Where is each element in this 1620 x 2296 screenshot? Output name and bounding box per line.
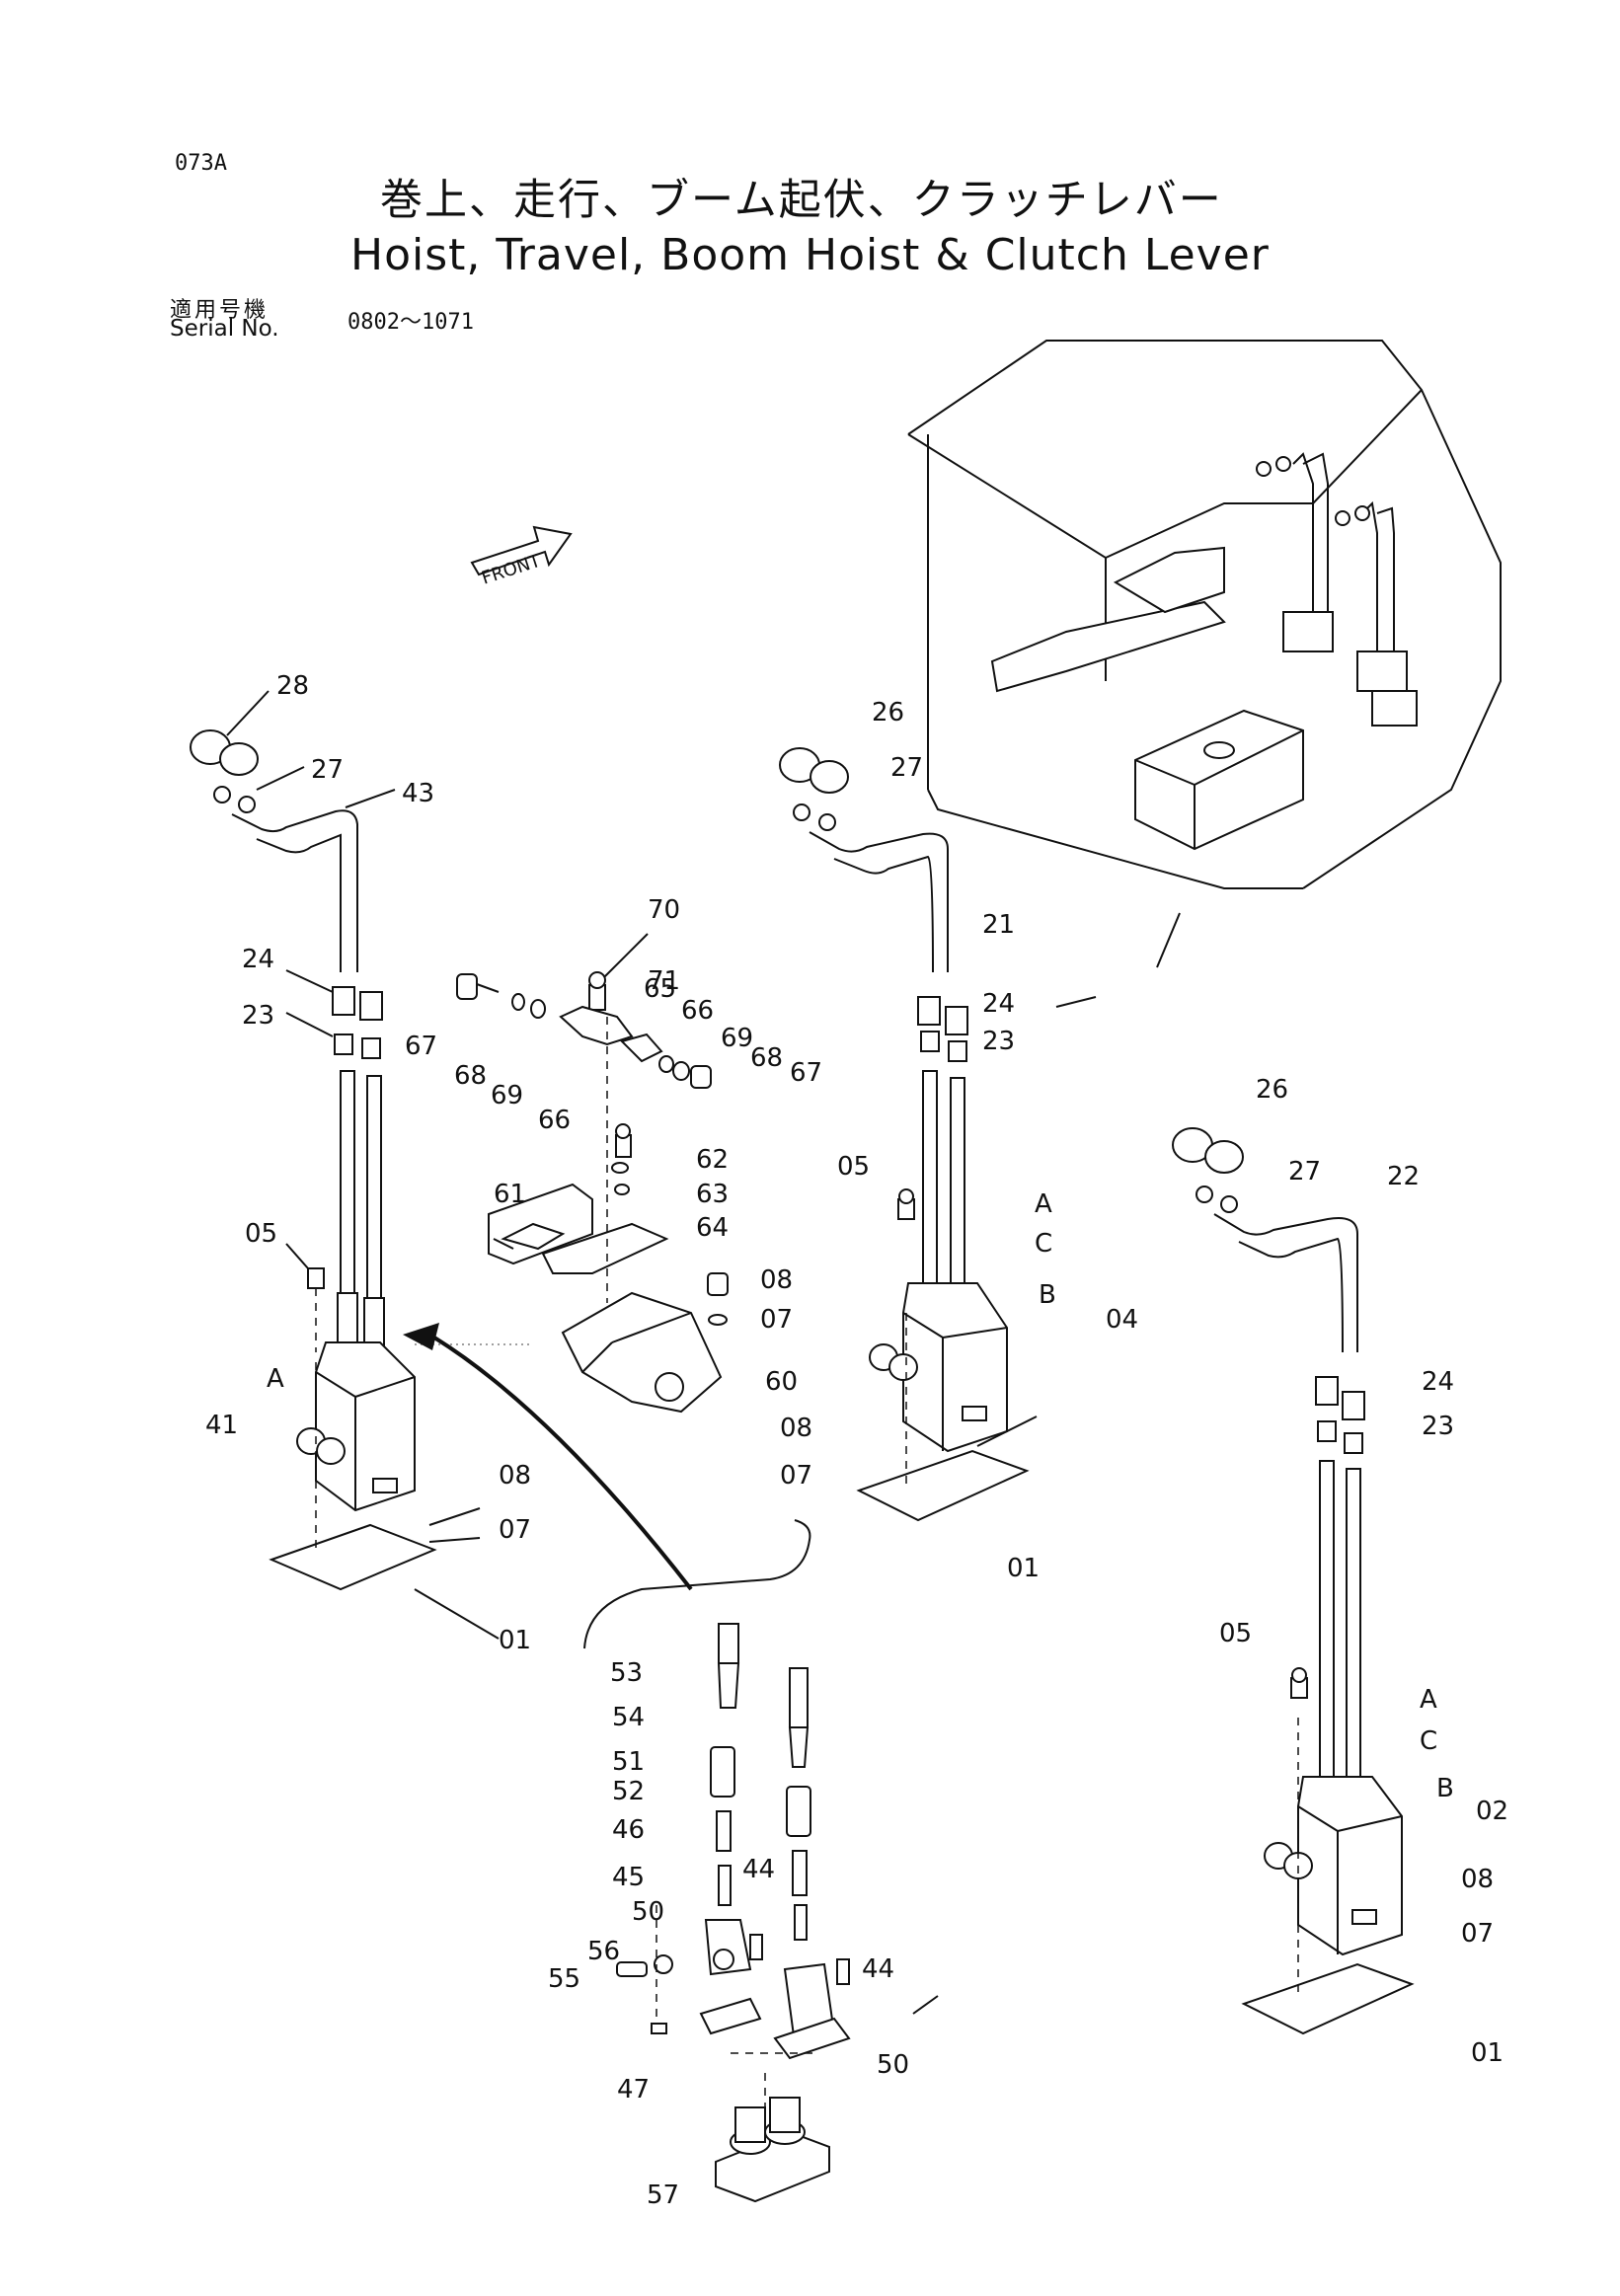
callout-label: 07 — [1461, 1919, 1494, 1949]
callout-label: 67 — [790, 1058, 822, 1088]
callout-label: 23 — [242, 1001, 274, 1031]
lever-assembly-04 — [779, 747, 1030, 1522]
operator-cab — [907, 340, 1502, 889]
callout-label: 01 — [499, 1626, 531, 1655]
callout-label: 28 — [276, 671, 309, 701]
callout-label: 21 — [982, 910, 1015, 940]
lever-assembly-02 — [1172, 1127, 1415, 2035]
callout-label: 53 — [610, 1658, 643, 1688]
callout-label: 64 — [696, 1213, 729, 1243]
callout-label: 05 — [1219, 1619, 1252, 1648]
callout-label: 26 — [1256, 1075, 1288, 1105]
title-japanese: 巻上、走行、ブーム起伏、クラッチレバー — [380, 176, 1223, 225]
callout-label: 24 — [982, 989, 1015, 1019]
leader-lines — [226, 690, 1181, 2015]
callout-label: 41 — [205, 1411, 238, 1440]
lever-assembly-41 — [190, 729, 437, 1591]
callout-label: 66 — [538, 1106, 571, 1135]
callout-label: 26 — [872, 698, 904, 727]
callout-label: 05 — [837, 1152, 870, 1182]
callout-label: 07 — [780, 1461, 812, 1491]
callout-label: 45 — [612, 1863, 645, 1892]
callout-label: 08 — [1461, 1865, 1494, 1894]
callout-label: 23 — [982, 1027, 1015, 1056]
callout-label: 43 — [402, 779, 434, 808]
callout-label: 54 — [612, 1703, 645, 1732]
callout-label: 50 — [877, 2050, 909, 2080]
callout-label: 47 — [617, 2075, 650, 2105]
callout-label: 27 — [890, 753, 923, 783]
callout-label: 63 — [696, 1180, 729, 1209]
callout-label: 69 — [721, 1024, 753, 1053]
callout-label: 61 — [494, 1180, 526, 1209]
callout-label: 65 — [644, 974, 676, 1004]
callout-label: 04 — [1106, 1305, 1138, 1335]
lock-bracket-assembly — [415, 971, 729, 1414]
front-arrow-icon: FRONT — [470, 525, 573, 589]
callout-label: 68 — [750, 1043, 783, 1073]
callout-label: 69 — [491, 1081, 523, 1110]
callout-label: 51 — [612, 1747, 645, 1777]
serial-label-english: Serial No. — [170, 316, 279, 342]
callout-label: A — [1420, 1685, 1437, 1715]
callout-label: 24 — [1422, 1367, 1454, 1397]
callout-label: 44 — [862, 1954, 894, 1984]
callout-label: A — [267, 1364, 284, 1394]
callout-label: C — [1035, 1229, 1052, 1259]
detail-view — [583, 1519, 851, 2203]
serial-range: 0802～1071 — [347, 310, 474, 335]
callout-label: 46 — [612, 1815, 645, 1845]
callout-label: 56 — [587, 1937, 620, 1966]
callout-label: 08 — [760, 1265, 793, 1295]
callout-label: 07 — [499, 1515, 531, 1545]
callout-label: 01 — [1471, 2038, 1504, 2068]
callout-label: C — [1420, 1726, 1437, 1756]
callout-label: 60 — [765, 1367, 798, 1397]
callout-label: 68 — [454, 1061, 487, 1091]
callout-label: 67 — [405, 1032, 437, 1061]
callout-label: 44 — [742, 1855, 775, 1884]
callout-label: 27 — [1288, 1157, 1321, 1186]
callout-label: 24 — [242, 945, 274, 974]
callout-label: 07 — [760, 1305, 793, 1335]
callout-label: 08 — [499, 1461, 531, 1491]
page-code: 073A — [175, 151, 227, 176]
callout-label: 01 — [1007, 1554, 1040, 1583]
callout-label: A — [1035, 1189, 1052, 1219]
serial-label-japanese: 適用号機 — [170, 298, 270, 323]
callout-label: 27 — [311, 755, 344, 785]
callout-label: B — [1039, 1280, 1056, 1310]
callout-label: 55 — [548, 1964, 580, 1994]
callout-label: 71 — [648, 966, 680, 996]
callout-label: 62 — [696, 1145, 729, 1175]
callout-label: 70 — [648, 895, 680, 925]
callout-label: 57 — [647, 2181, 679, 2210]
callout-label: B — [1436, 1774, 1454, 1803]
callout-label: 02 — [1476, 1797, 1508, 1826]
callout-label: 08 — [780, 1414, 812, 1443]
title-english: Hoist, Travel, Boom Hoist & Clutch Lever — [350, 230, 1270, 280]
callout-label: 66 — [681, 996, 714, 1026]
callout-label: 52 — [612, 1777, 645, 1806]
callout-label: 50 — [632, 1897, 664, 1927]
callout-label: 05 — [245, 1219, 277, 1249]
callout-labels: 28 27 43 24 23 05 A 41 08 07 01 70 71 67… — [205, 671, 1508, 2210]
callout-label: 22 — [1387, 1162, 1420, 1191]
callout-label: 23 — [1422, 1412, 1454, 1441]
